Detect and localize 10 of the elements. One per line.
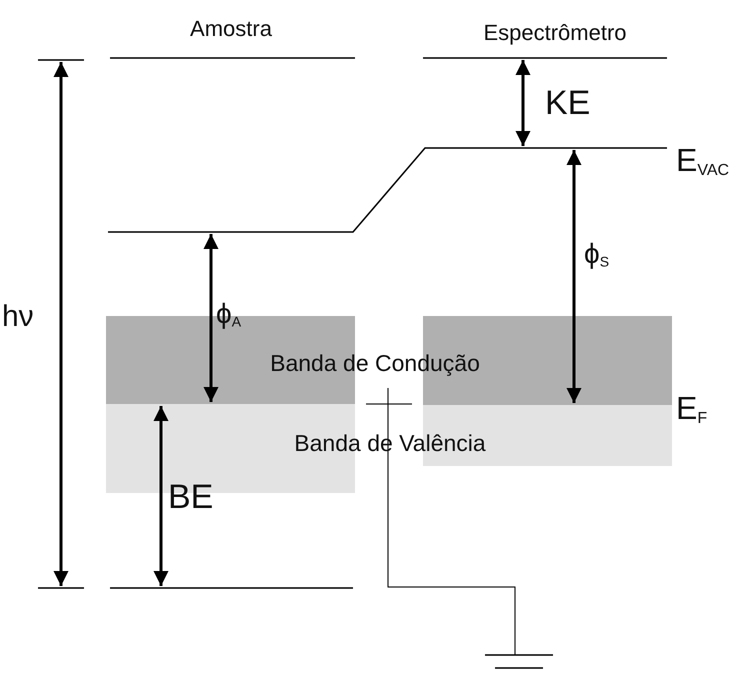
energy-label: BE [168,480,214,514]
energy-label: hν [2,302,34,332]
energy-label: ϕ$_{A}$ [216,300,242,328]
band-label: Banda de Condução [270,352,480,375]
energy-level-label: E$_{F}$ [676,392,708,427]
energy-label: ϕ$_{S}$ [584,240,610,268]
energy-level-label: E$_{VAC}$ [676,144,730,179]
column-heading: Espectrômetro [483,22,627,44]
column-heading: Amostra [190,18,272,40]
energy-label: KE [545,86,590,120]
